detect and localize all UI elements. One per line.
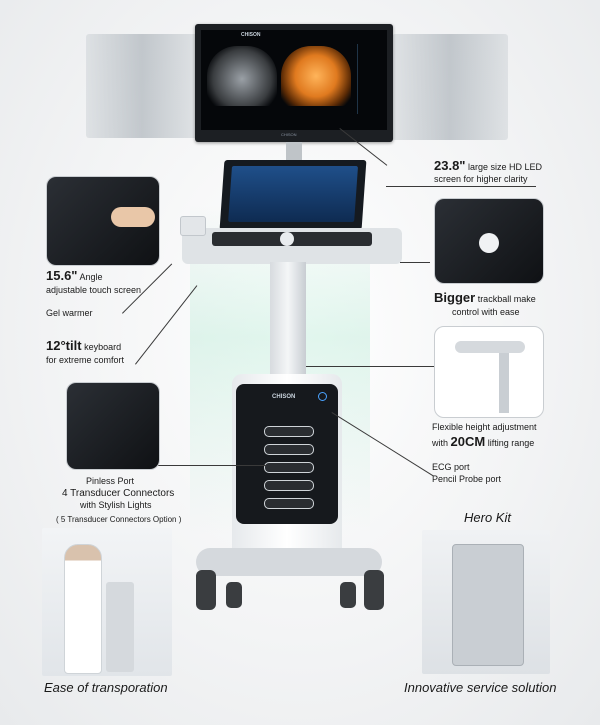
cart-mini (106, 582, 134, 672)
leader-line (96, 465, 266, 466)
trackball-label: Bigger trackball make (434, 290, 536, 305)
callout-touch-screen (46, 176, 160, 266)
main-monitor: CHISON CHISON (195, 24, 393, 142)
screen-desc: screen for higher clarity (434, 174, 528, 184)
monitor-logo: CHISON (281, 132, 297, 137)
leader-line (386, 186, 536, 187)
tilt-label: 12°tilt keyboard (46, 338, 122, 353)
touch-panel (219, 160, 367, 230)
callout-ports (66, 382, 160, 470)
tilt-desc: for extreme comfort (46, 355, 125, 365)
leader-line (400, 262, 430, 263)
side-panel (357, 44, 384, 114)
callout-height (434, 326, 544, 418)
wheel (196, 570, 216, 610)
hero-kit-title: Hero Kit (464, 510, 511, 525)
hand-pointer (111, 207, 155, 227)
monitor-screen: CHISON (201, 30, 387, 130)
hero-kit-photo (422, 530, 550, 674)
probe-icon (499, 353, 509, 413)
wheel (364, 570, 384, 610)
pinless-port-label: Pinless Port (86, 476, 135, 486)
trackball-desc: control with ease (452, 307, 520, 317)
doctor-figure (64, 544, 102, 674)
base-legs (196, 548, 382, 576)
transducer-port[interactable] (264, 462, 314, 473)
service-caption: Innovative service solution (404, 680, 557, 695)
ports-photo (67, 383, 159, 469)
ghost-monitor-left (86, 34, 198, 138)
transducer-port[interactable] (264, 444, 314, 455)
connectors-label: 4 Transducer Connectors (62, 488, 175, 499)
trackball-icon (280, 232, 294, 246)
panel-brand: CHISON (272, 394, 296, 400)
monitor-brand: CHISON (241, 32, 261, 38)
connector-panel: CHISON (236, 384, 338, 524)
monitor-arm (286, 142, 302, 162)
callout-trackball (434, 198, 544, 284)
pencil-port-label: Pencil Probe port (432, 474, 502, 484)
grayscale-scan (207, 46, 277, 106)
lift-column (270, 262, 306, 380)
transducer-port[interactable] (264, 480, 314, 491)
gel-warmer-label: Gel warmer (46, 308, 93, 318)
transducer-port[interactable] (264, 498, 314, 509)
ecg-port-label: ECG port (432, 462, 470, 472)
trackball-icon (479, 233, 499, 253)
touch-size-label: 15.6" Angle (46, 268, 103, 283)
transport-photo (42, 528, 172, 676)
leader-line (306, 366, 436, 367)
gel-warmer-cup (180, 216, 206, 236)
connectors-option: ( 5 Transducer Connectors Option ) (56, 515, 182, 524)
ghost-monitor-right (392, 34, 508, 140)
power-icon[interactable] (318, 392, 327, 401)
orange-3d-scan (281, 46, 351, 106)
screen-size-label: 23.8" large size HD LED (434, 158, 543, 173)
touch-ui (228, 166, 359, 222)
connectors-lights: with Stylish Lights (80, 500, 152, 510)
transducer-port[interactable] (264, 426, 314, 437)
transport-caption: Ease of transporation (44, 680, 168, 695)
height-arm-photo (455, 341, 525, 353)
wheel (226, 582, 242, 608)
open-panel (452, 544, 524, 666)
height-desc: Flexible height adjustment (432, 422, 537, 432)
touch-desc: adjustable touch screen (46, 285, 142, 295)
height-range: with 20CM lifting range (432, 434, 535, 449)
wheel (340, 582, 356, 608)
